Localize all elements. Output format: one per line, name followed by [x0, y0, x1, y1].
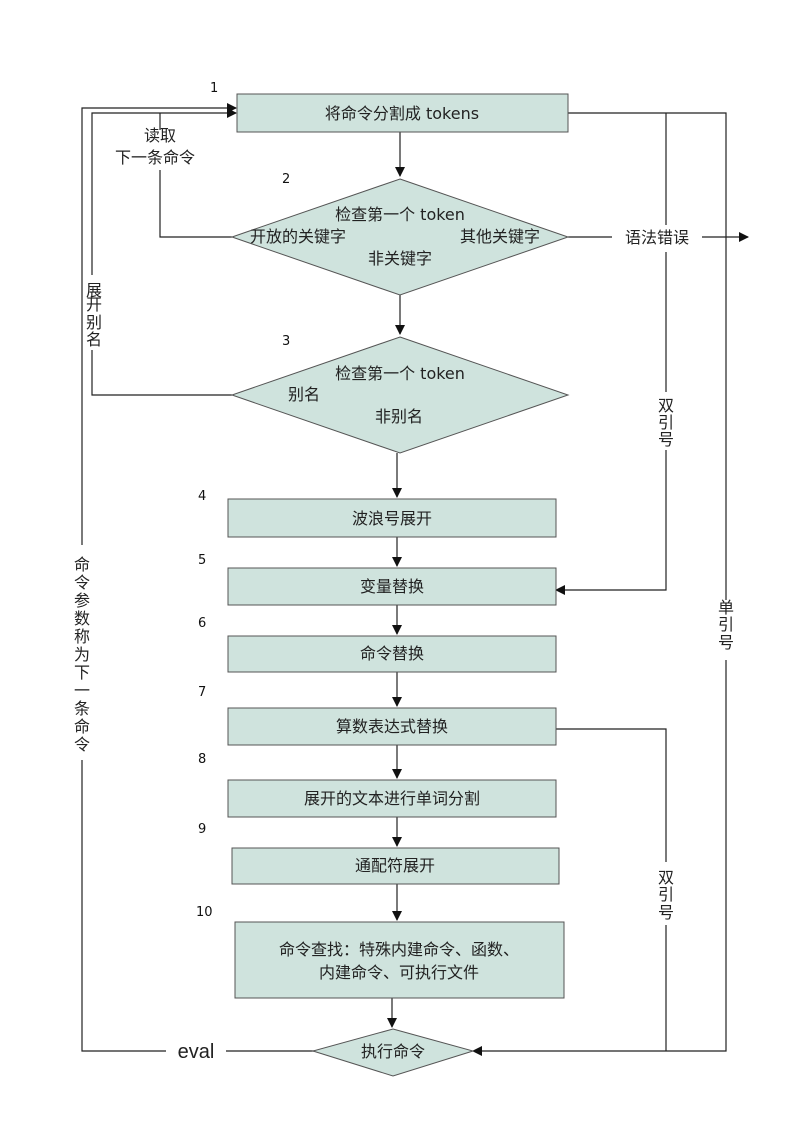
eval-vertical-char: 一: [74, 681, 90, 700]
connectors: [81, 103, 749, 1056]
step-6-number: 6: [198, 616, 206, 631]
step-6-box: [227, 635, 557, 673]
step-9-box: [231, 847, 560, 885]
single-quote-line-top: [568, 112, 727, 600]
step-9-number: 9: [198, 822, 206, 837]
execute-diamond: [311, 1028, 475, 1077]
expand-alias-char: 名: [86, 330, 102, 349]
read-next-label-1: 读取: [144, 126, 176, 145]
step-3-number: 3: [282, 334, 290, 349]
loop-alias-line-high: [91, 108, 237, 275]
step-3-diamond: [230, 336, 570, 454]
step-1-label: 将命令分割成 tokens: [325, 104, 479, 123]
double-quote-char: 双: [658, 396, 674, 415]
syntax-error-label: 语法错误: [625, 228, 689, 247]
double-quote-char: 引: [658, 413, 674, 432]
eval-vertical-char: 令: [74, 735, 90, 754]
double-quote-char: 号: [658, 903, 674, 922]
eval-vertical-char: 条: [74, 699, 90, 718]
single-quote-line-bottom: [472, 660, 727, 1056]
step-5-box: [227, 567, 557, 606]
step-10-number: 10: [196, 905, 213, 920]
step-4-label: 波浪号展开: [352, 509, 432, 528]
single-quote-label: 单 引 号: [718, 598, 734, 652]
step-10-line-1: 命令查找：特殊内建命令、函数、: [279, 940, 519, 959]
step-5-number: 5: [198, 553, 206, 568]
step-2-diamond: [230, 178, 570, 296]
expand-alias-char: 开: [86, 295, 102, 314]
step-3-bottom-label: 非别名: [375, 407, 423, 426]
read-next-label-2: 下一条命令: [115, 148, 195, 167]
step-4-box: [227, 498, 557, 538]
double-quote-lower-line-top: [556, 728, 667, 862]
loop-open-keyword-line: [159, 170, 232, 238]
single-quote-char: 号: [718, 633, 734, 652]
eval-vertical-char: 令: [74, 573, 90, 592]
single-quote-char: 引: [718, 615, 734, 634]
step-3-title: 检查第一个 token: [335, 364, 465, 383]
expand-alias-char: 别: [86, 313, 102, 332]
eval-vertical-char: 参: [74, 591, 90, 610]
single-quote-char: 单: [718, 598, 734, 617]
eval-vertical-char: 称: [74, 627, 90, 646]
step-5-label: 变量替换: [360, 577, 424, 596]
eval-vertical-char: 命: [74, 717, 90, 736]
double-quote-char: 引: [658, 885, 674, 904]
step-2-title: 检查第一个 token: [335, 205, 465, 224]
expand-alias-label: 展 开 别 名: [86, 281, 102, 349]
step-8-box: [227, 779, 557, 818]
eval-line-left: [81, 760, 166, 1052]
step-9-label: 通配符展开: [355, 856, 435, 875]
eval-label: eval: [178, 1041, 215, 1063]
eval-vertical-char: 数: [74, 609, 90, 628]
step-10-line-2: 内建命令、可执行文件: [319, 963, 479, 982]
eval-line-top: [81, 103, 237, 545]
step-7-label: 算数表达式替换: [336, 717, 448, 736]
loop-alias-line-low: [91, 350, 232, 396]
step-1-number: 1: [210, 81, 218, 96]
step-7-number: 7: [198, 685, 206, 700]
step-2-bottom-label: 非关键字: [368, 249, 432, 268]
eval-vertical-char: 下: [74, 663, 90, 682]
eval-vertical-char: 为: [74, 645, 90, 664]
step-2-number: 2: [282, 172, 290, 187]
eval-vertical-label: 命 令 参 数 称 为 下 一 条 命 令: [74, 555, 90, 754]
step-8-number: 8: [198, 752, 206, 767]
eval-vertical-char: 命: [74, 555, 90, 574]
double-quote-char: 双: [658, 868, 674, 887]
expand-alias-char: 展: [86, 281, 102, 300]
step-10-box: [234, 921, 565, 999]
execute-label: 执行命令: [361, 1042, 425, 1061]
step-1-box: [236, 93, 569, 133]
step-6-label: 命令替换: [360, 644, 424, 663]
double-quote-line-b: [555, 450, 667, 595]
step-2-right-label: 其他关键字: [460, 227, 540, 246]
double-quote-char: 号: [658, 430, 674, 449]
step-4-number: 4: [198, 489, 206, 504]
step-2-left-label: 开放的关键字: [250, 227, 346, 246]
double-quote-upper-label: 双 引 号: [658, 396, 674, 449]
step-8-label: 展开的文本进行单词分割: [304, 789, 480, 808]
step-3-left-label: 别名: [288, 385, 320, 404]
step-7-box: [227, 707, 557, 746]
double-quote-lower-label: 双 引 号: [658, 868, 674, 922]
